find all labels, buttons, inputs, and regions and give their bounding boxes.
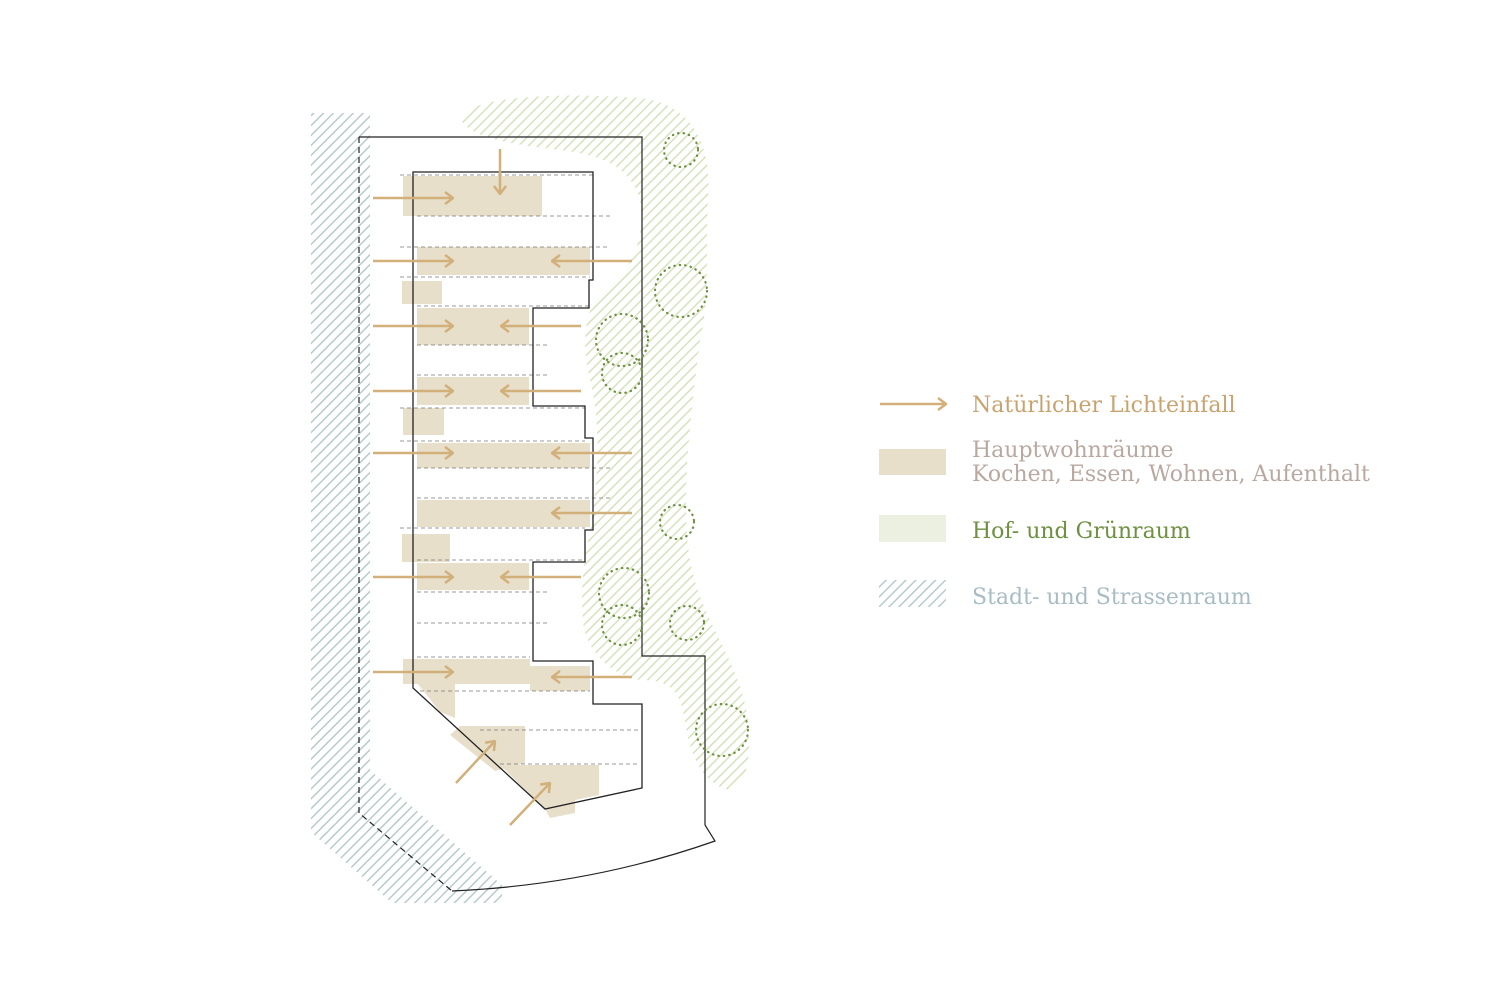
room xyxy=(500,765,599,818)
light-arrows xyxy=(373,149,632,826)
legend-rooms-swatch xyxy=(879,449,946,475)
arrow-diagonal-icon xyxy=(455,741,495,784)
tree-icon xyxy=(658,503,696,541)
legend-light-label: Natürlicher Lichteinfall xyxy=(972,393,1236,418)
tree-icon xyxy=(668,604,706,642)
legend-street-swatch xyxy=(879,580,946,607)
main-living-rooms xyxy=(402,176,599,818)
tree-icon xyxy=(594,312,650,368)
room xyxy=(402,281,442,304)
arrow-diagonal-icon xyxy=(509,783,550,826)
green-space-area xyxy=(460,95,750,791)
plot-boundary xyxy=(358,136,716,892)
legend-rooms-sublabel: Kochen, Essen, Wohnen, Aufenthalt xyxy=(972,462,1370,487)
building-outline xyxy=(412,171,643,810)
legend-street-label: Stadt- und Strassenraum xyxy=(972,585,1252,610)
trees xyxy=(594,131,750,758)
room xyxy=(417,443,590,468)
tree-icon xyxy=(597,566,651,620)
room xyxy=(418,684,455,718)
room xyxy=(403,408,444,435)
room xyxy=(530,666,590,691)
tree-icon xyxy=(662,131,700,169)
legend-rooms-label: Hauptwohnräume xyxy=(972,438,1174,463)
legend: Natürlicher Lichteinfall Hauptwohnräume … xyxy=(879,393,1370,610)
tree-icon xyxy=(600,351,644,395)
room xyxy=(402,534,450,562)
legend-green-label: Hof- und Grünraum xyxy=(972,519,1191,544)
room xyxy=(403,176,542,216)
legend-green-swatch xyxy=(879,515,946,542)
tree-icon xyxy=(694,702,750,758)
floor-dash-lines xyxy=(400,174,640,765)
tree-icon xyxy=(653,263,709,319)
tree-icon xyxy=(600,603,644,647)
